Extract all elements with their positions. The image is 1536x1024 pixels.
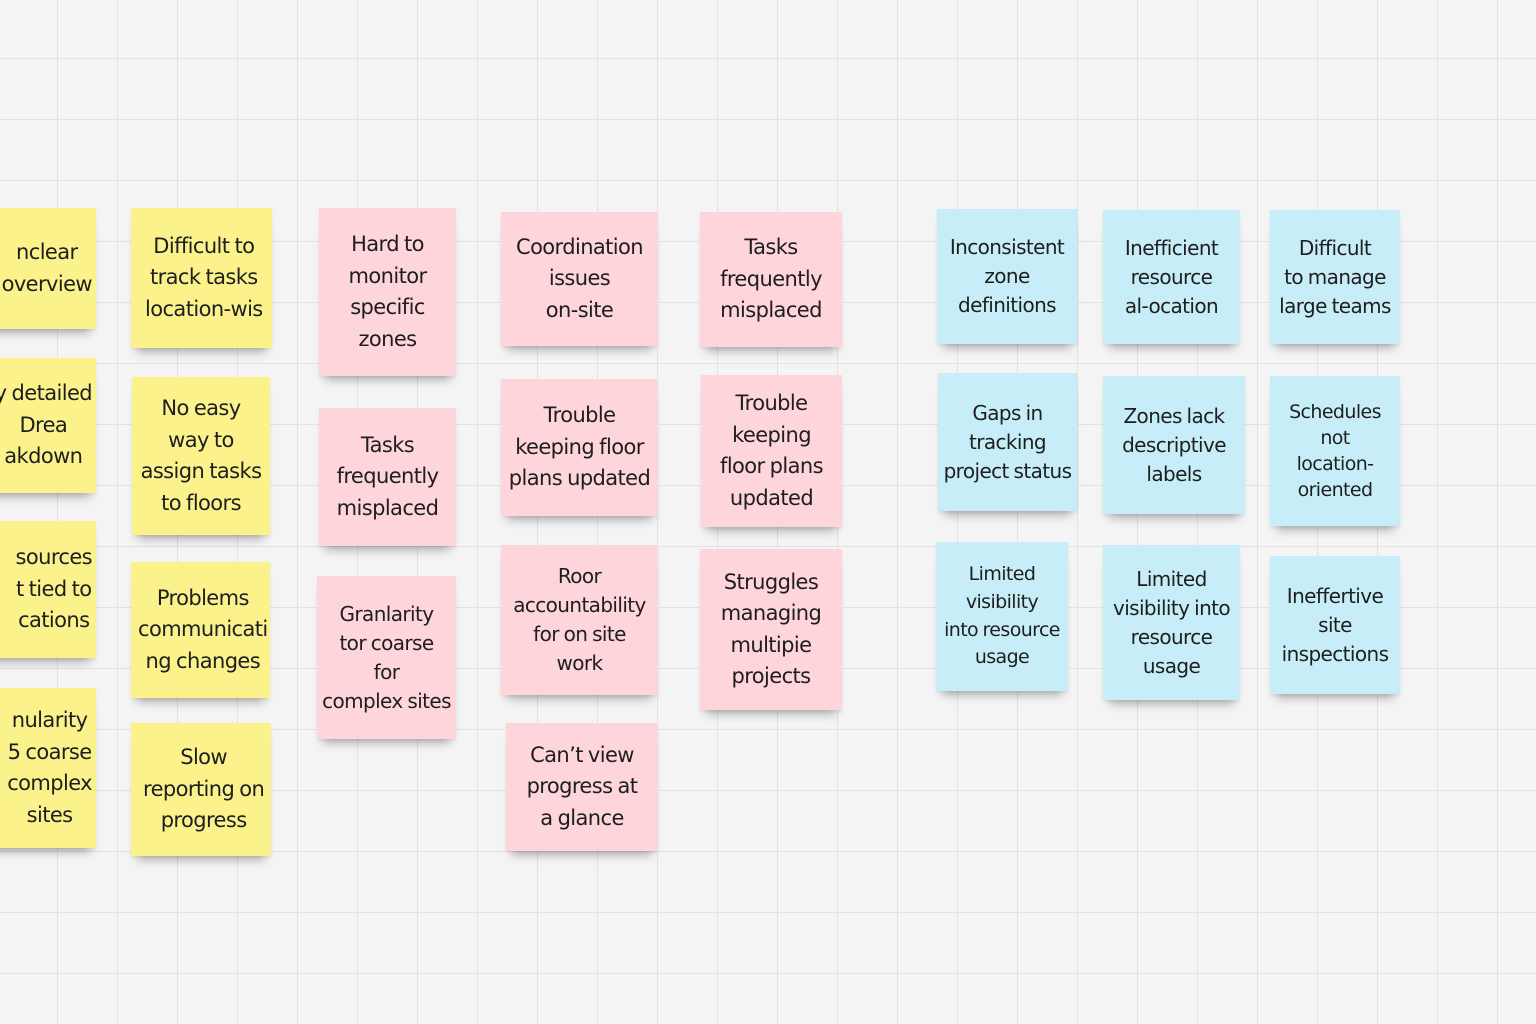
- sticky-note-text: Problemscommunicating changes: [138, 585, 268, 673]
- sticky-note-yellow[interactable]: Slowreporting onprogress: [131, 723, 271, 856]
- sticky-note-pink[interactable]: Tasksfrequentlymisplaced: [700, 212, 842, 347]
- sticky-note-yellow[interactable]: No easyway toassign tasksto floors: [132, 377, 270, 535]
- sticky-note-text: Troublekeepingfloor plansupdated: [720, 391, 824, 510]
- sticky-note-pink[interactable]: Can’t viewprogress ata glance: [506, 723, 658, 851]
- sticky-note-text: Granlaritytor coarseforcomplex sites: [322, 601, 451, 713]
- sticky-note-pink[interactable]: Coordinationissueson-site: [501, 212, 658, 346]
- sticky-note-pink[interactable]: Strugglesmanagingmultipieprojects: [700, 549, 842, 710]
- sticky-note-blue[interactable]: Zones lackdescriptivelabels: [1103, 376, 1245, 514]
- sticky-note-yellow[interactable]: Difficult totrack taskslocation-wis: [131, 208, 272, 348]
- sticky-note-pink[interactable]: Granlaritytor coarseforcomplex sites: [317, 576, 456, 739]
- sticky-note-text: Schedulesnotlocation-oriented: [1289, 400, 1381, 502]
- sticky-note-text: y detailedDreaakdown: [0, 381, 93, 469]
- sticky-note-blue[interactable]: Schedulesnotlocation-oriented: [1270, 376, 1400, 526]
- sticky-note-text: Tasksfrequentlymisplaced: [720, 235, 822, 323]
- sticky-note-text: Can’t viewprogress ata glance: [526, 742, 638, 830]
- sticky-note-text: No easyway toassign tasksto floors: [140, 396, 262, 515]
- sticky-note-text: Inefficientresourceal-ocation: [1124, 235, 1219, 318]
- sticky-note-blue[interactable]: Inconsistentzonedefinitions: [937, 209, 1077, 344]
- sticky-note-text: nclearoverview: [1, 240, 93, 296]
- sticky-note-blue[interactable]: Gaps intrackingproject status: [938, 373, 1077, 511]
- sticky-note-text: Slowreporting onprogress: [143, 745, 265, 833]
- sticky-note-pink[interactable]: Troublekeeping floorplans updated: [501, 379, 658, 516]
- sticky-note-text: Hard tomonitorspecificzones: [348, 232, 428, 351]
- sticky-note-pink[interactable]: Rooraccountabilityfor on sitework: [501, 545, 658, 695]
- sticky-note-blue[interactable]: Limitedvisibilityinto resourceusage: [936, 542, 1068, 691]
- sticky-note-yellow[interactable]: nularity5 coarsecomplexsites: [0, 688, 96, 848]
- sticky-note-text: sourcest tied tocations: [15, 545, 93, 633]
- sticky-note-text: Gaps intrackingproject status: [943, 400, 1072, 483]
- sticky-note-blue[interactable]: Inefficientresourceal-ocation: [1103, 210, 1240, 344]
- sticky-note-text: Ineffertivesiteinspections: [1281, 583, 1389, 666]
- sticky-note-yellow[interactable]: sourcest tied tocations: [0, 521, 96, 658]
- sticky-note-text: Difficult totrack taskslocation-wis: [145, 233, 263, 321]
- sticky-note-pink[interactable]: Troublekeepingfloor plansupdated: [701, 375, 842, 527]
- sticky-note-yellow[interactable]: nclearoverview: [0, 208, 96, 329]
- sticky-note-text: Limitedvisibility intoresourceusage: [1112, 566, 1231, 678]
- sticky-note-blue[interactable]: Ineffertivesiteinspections: [1270, 556, 1400, 694]
- sticky-note-text: Inconsistentzonedefinitions: [949, 235, 1065, 317]
- sticky-note-yellow[interactable]: y detailedDreaakdown: [0, 358, 96, 493]
- sticky-note-blue[interactable]: Limitedvisibility intoresourceusage: [1103, 545, 1240, 700]
- sticky-note-text: Coordinationissueson-site: [516, 234, 644, 322]
- sticky-note-text: nularity5 coarsecomplexsites: [7, 708, 92, 827]
- sticky-note-text: Zones lackdescriptivelabels: [1122, 403, 1226, 486]
- sticky-note-yellow[interactable]: Problemscommunicating changes: [131, 562, 270, 698]
- sticky-note-text: Difficultto managelarge teams: [1279, 235, 1391, 318]
- sticky-note-blue[interactable]: Difficultto managelarge teams: [1270, 210, 1400, 344]
- sticky-note-text: Limitedvisibilityinto resourceusage: [944, 563, 1060, 669]
- sticky-note-pink[interactable]: Hard tomonitorspecificzones: [319, 208, 456, 376]
- sticky-note-text: Troublekeeping floorplans updated: [508, 403, 651, 491]
- sticky-note-text: Rooraccountabilityfor on sitework: [513, 564, 646, 675]
- sticky-note-text: Tasksfrequentlymisplaced: [336, 432, 439, 520]
- sticky-note-pink[interactable]: Tasksfrequentlymisplaced: [319, 408, 456, 546]
- sticky-note-text: Strugglesmanagingmultipieprojects: [720, 569, 822, 689]
